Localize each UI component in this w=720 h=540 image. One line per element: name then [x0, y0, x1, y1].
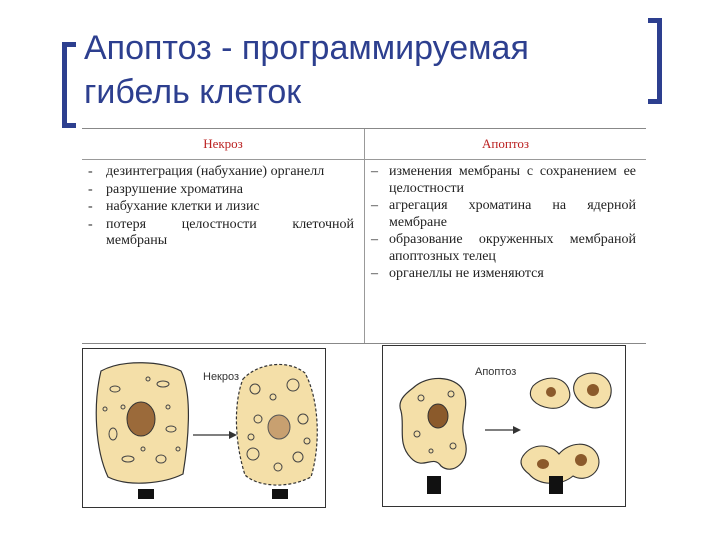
apoptotic-body-3-chromatin-a	[537, 459, 549, 469]
necrosis-item-dash: -	[88, 181, 93, 197]
apoptosis-figure-label: Апоптоз	[475, 366, 517, 378]
necrosis-item: -набухание клетки и лизис	[88, 199, 354, 216]
apoptosis-item-dash: –	[371, 266, 378, 281]
apoptosis-column: Апоптоз –изменения мембраны с сохранение…	[365, 129, 646, 343]
necrosis-item: -разрушение хроматина	[88, 182, 354, 199]
comparison-table: Некроз -дезинтеграция (набухание) органе…	[82, 128, 646, 344]
necrotic-cell-nucleus	[267, 414, 291, 440]
necrosis-item-text: разрушение хроматина	[106, 181, 243, 197]
necrosis-arrow-head	[229, 431, 237, 439]
apoptosis-item: –образование окруженных мембраной апопто…	[371, 232, 636, 265]
necrosis-item-dash: -	[88, 164, 93, 179]
slide-title-line-1: Апоптоз - программируемая	[84, 29, 529, 67]
apoptosis-item-text: агрегация хроматина на ядерной мембране	[389, 198, 636, 230]
apoptosis-illustration: Апоптоз	[382, 345, 626, 507]
slide-title: Апоптоз - программируемая гибель клеток	[84, 26, 624, 114]
necrosis-header: Некроз	[82, 129, 364, 160]
necrosis-item-text: дезинтеграция (набухание) органелл	[106, 164, 325, 179]
necrosis-item-text: набухание клетки и лизис	[106, 199, 260, 214]
apoptotic-cell-nucleus	[427, 403, 449, 429]
apoptotic-body-3-chromatin-b	[575, 454, 587, 466]
necrosis-list: -дезинтеграция (набухание) органелл-разр…	[82, 160, 364, 250]
necrosis-drawing	[95, 362, 318, 499]
apoptosis-item-dash: –	[371, 198, 378, 213]
necrosis-column: Некроз -дезинтеграция (набухание) органе…	[82, 129, 365, 343]
necrosis-figure-label: Некроз	[203, 371, 240, 383]
apoptosis-item: –изменения мембраны с сохранением ее цел…	[371, 164, 636, 197]
necrosis-scale-bar-left	[138, 489, 154, 499]
apoptotic-body-1-chromatin	[546, 387, 556, 397]
necrosis-illustration: Некроз	[82, 348, 326, 508]
normal-cell-nucleus	[126, 401, 156, 437]
apoptosis-item: –органеллы не изменяются	[371, 266, 636, 283]
necrosis-item-dash: -	[88, 199, 93, 214]
apoptosis-arrow-head	[513, 426, 521, 434]
apoptosis-item: –агрегация хроматина на ядерной мембране	[371, 198, 636, 231]
necrosis-item: -потеря целостности клеточной мембраны	[88, 217, 354, 250]
apoptosis-item-text: органеллы не изменяются	[389, 266, 544, 281]
apoptotic-cell-organelles	[413, 390, 457, 454]
slide-title-line-2: гибель клеток	[84, 73, 302, 111]
apoptotic-body-2-chromatin	[587, 384, 599, 396]
apoptosis-drawing	[399, 372, 612, 494]
necrosis-item-text: потеря целостности клеточной мембраны	[106, 216, 354, 249]
necrosis-scale-bar-right	[272, 489, 288, 499]
left-bracket-decoration	[62, 42, 76, 128]
apoptosis-item-text: изменения мембраны с сохранением ее цело…	[389, 164, 636, 196]
necrosis-item: -дезинтеграция (набухание) органелл	[88, 164, 354, 181]
necrosis-item-dash: -	[88, 216, 93, 232]
apoptosis-list: –изменения мембраны с сохранением ее цел…	[365, 160, 646, 283]
apoptosis-header: Апоптоз	[365, 129, 646, 160]
apoptosis-item-dash: –	[371, 164, 378, 179]
apoptosis-scale-bar-left	[427, 476, 441, 494]
apoptosis-item-dash: –	[371, 232, 378, 247]
necrotic-cell-debris	[246, 378, 311, 472]
apoptosis-scale-bar-right	[549, 476, 563, 494]
normal-cell-organelles	[102, 376, 181, 464]
apoptotic-body-3	[520, 443, 600, 484]
apoptosis-item-text: образование окруженных мембраной апоптоз…	[389, 232, 636, 264]
right-bracket-decoration	[648, 18, 662, 104]
